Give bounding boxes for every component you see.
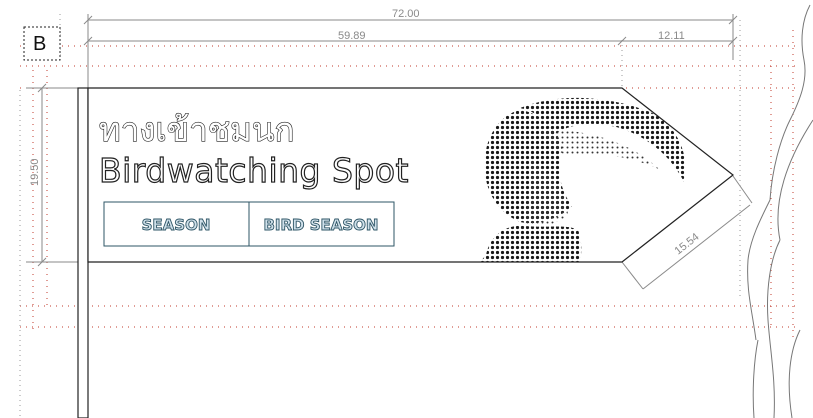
tree-sketch xyxy=(747,4,813,418)
season-value: BIRD SEASON xyxy=(263,216,378,234)
season-label: SEASON xyxy=(142,216,211,234)
sign-post xyxy=(77,87,89,418)
dim-body-width: 59.89 xyxy=(338,30,366,42)
dim-sign-height: 19.50 xyxy=(29,158,41,186)
dim-point-edge: 15.54 xyxy=(672,231,701,257)
sign-title-english: Birdwatching Spot xyxy=(99,151,409,190)
guide-lines-grey xyxy=(19,14,741,418)
view-label-text: B xyxy=(33,33,46,55)
dim-point-width: 12.11 xyxy=(658,30,685,42)
dimension-lines xyxy=(26,14,753,290)
sign-title-thai: ทางเข้าชมนก xyxy=(99,110,294,149)
season-table: SEASON BIRD SEASON xyxy=(103,201,395,247)
hornbill-graphic xyxy=(480,97,686,262)
dim-total-width: 72.00 xyxy=(392,8,420,20)
view-label: B xyxy=(23,26,61,61)
